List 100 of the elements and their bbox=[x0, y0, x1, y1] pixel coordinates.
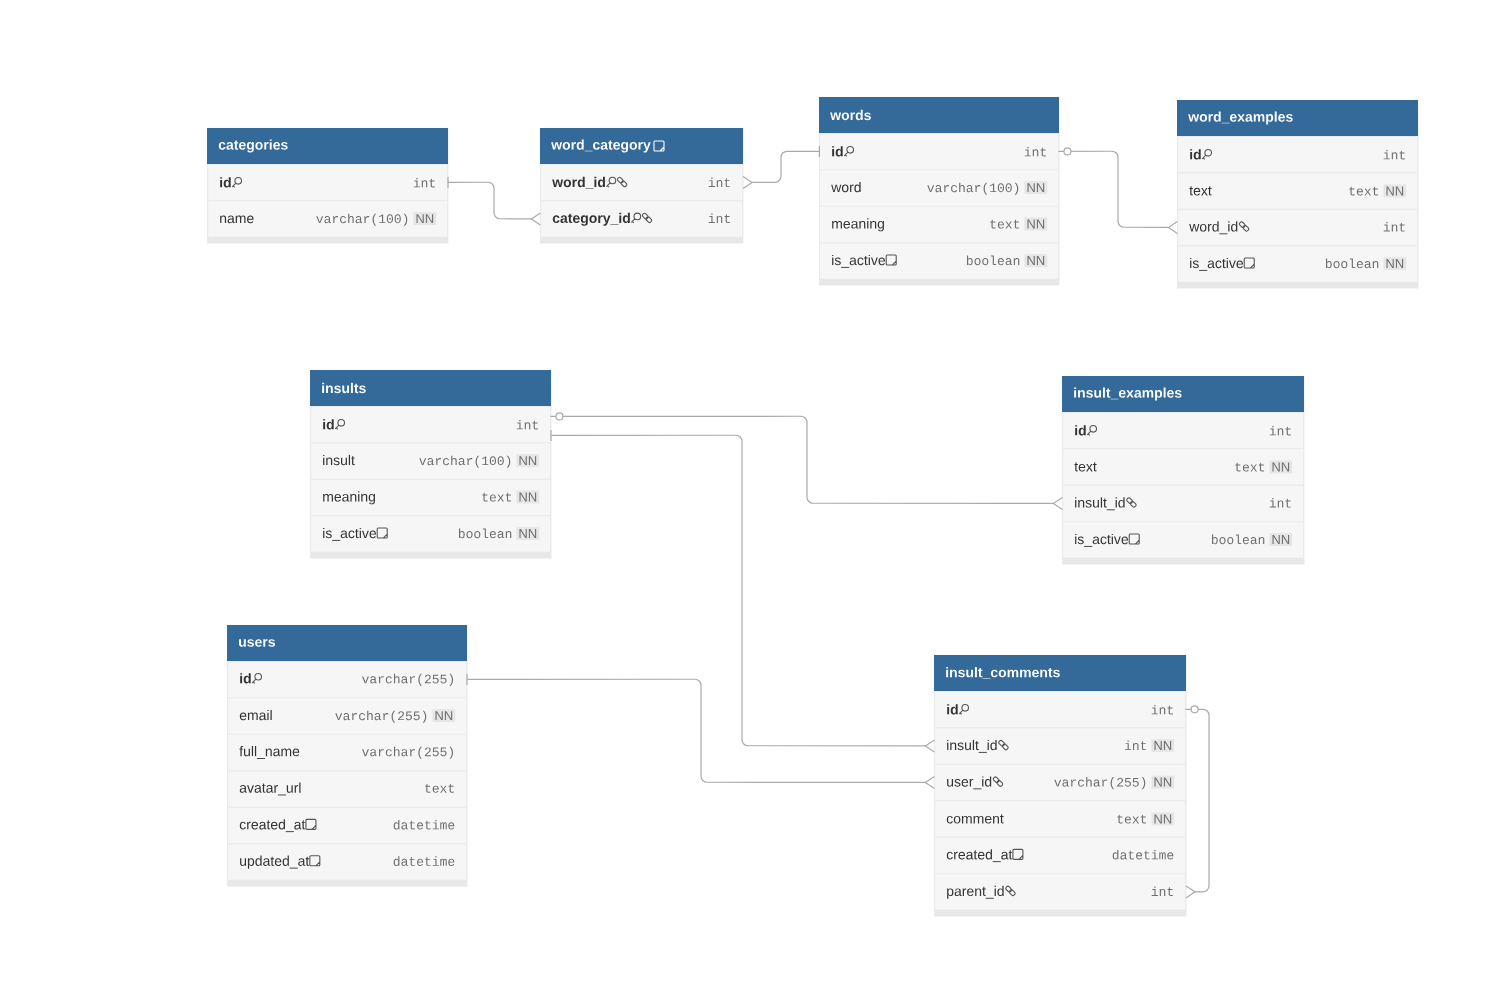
node-label: text bbox=[1189, 186, 1212, 196]
table-row: word_id int bbox=[541, 164, 743, 201]
node-label: meaning bbox=[832, 218, 884, 232]
data-type: int bbox=[708, 213, 730, 223]
data-type: varchar(100) bbox=[419, 455, 511, 468]
not-null-badge: NN bbox=[1383, 257, 1407, 271]
data-type: datetime bbox=[393, 819, 455, 830]
not-null-badge: NN bbox=[1151, 812, 1175, 826]
table-row: is_active boolean NN bbox=[311, 516, 551, 552]
data-type: int bbox=[1269, 425, 1291, 436]
table-row: insult_id int NN bbox=[935, 728, 1186, 764]
data-type: boolean bbox=[966, 255, 1020, 266]
data-type: boolean bbox=[1211, 534, 1265, 545]
not-null-badge: NN bbox=[1024, 254, 1048, 268]
data-type: int bbox=[516, 419, 538, 430]
data-type: text bbox=[990, 219, 1020, 229]
node-label: is_active bbox=[323, 527, 377, 541]
relationship-line bbox=[742, 145, 821, 190]
data-type: int bbox=[1024, 146, 1046, 157]
table-row: id varchar(255) bbox=[228, 661, 467, 698]
table-row: meaning text NN bbox=[820, 206, 1059, 243]
node-label: id bbox=[1190, 149, 1201, 160]
table-row: text text NN bbox=[1178, 173, 1418, 209]
node-label: created_at bbox=[239, 819, 306, 833]
not-null-badge: NN bbox=[432, 709, 456, 723]
node-label: is_active bbox=[1190, 257, 1244, 271]
data-type: boolean bbox=[458, 528, 512, 539]
table-row: insult varchar(100) NN bbox=[311, 443, 551, 479]
data-type: varchar(255) bbox=[362, 673, 453, 686]
table-row: word_id int bbox=[1178, 209, 1418, 246]
node-label: user_id bbox=[947, 776, 992, 790]
data-type: int bbox=[1383, 149, 1405, 160]
data-type: int bbox=[1151, 886, 1173, 896]
node-label: updated_at bbox=[240, 855, 310, 869]
node-label: is_active bbox=[1075, 533, 1129, 547]
data-type: int bbox=[1383, 222, 1405, 232]
node-label: word_id bbox=[552, 176, 605, 189]
data-type: int bbox=[1269, 498, 1291, 508]
node-label: id bbox=[1075, 425, 1086, 436]
data-type: boolean bbox=[1325, 258, 1379, 269]
not-null-badge: NN bbox=[413, 212, 437, 226]
node-label: insult_id bbox=[1075, 497, 1125, 511]
node-label: word_id bbox=[1189, 221, 1238, 235]
data-type: varchar(100) bbox=[927, 182, 1019, 195]
node-label: full_name bbox=[239, 745, 300, 759]
table-row: created_at datetime bbox=[935, 837, 1186, 874]
node-label: parent_id bbox=[947, 885, 1004, 899]
table-row: user_id varchar(255) NN bbox=[935, 764, 1186, 801]
data-type: text bbox=[1117, 814, 1147, 824]
table-row: id int bbox=[1178, 136, 1418, 173]
table-row: id int bbox=[1063, 412, 1304, 449]
relationship-line bbox=[1057, 147, 1179, 235]
relationship-line bbox=[447, 176, 542, 226]
data-type: text bbox=[482, 492, 512, 502]
data-type: text bbox=[425, 783, 454, 793]
table-row: comment text NN bbox=[935, 801, 1186, 837]
node-label: id bbox=[832, 146, 843, 157]
not-null-badge: NN bbox=[1269, 533, 1293, 547]
relationship-line bbox=[1184, 705, 1210, 899]
table-row: text text NN bbox=[1063, 449, 1304, 485]
table-row: is_active boolean NN bbox=[1178, 246, 1418, 282]
relationship-line bbox=[466, 673, 935, 790]
table-row: category_id int bbox=[541, 201, 743, 237]
data-type: varchar(255) bbox=[1054, 777, 1146, 790]
table-row: id int bbox=[820, 133, 1059, 170]
node-label: created_at bbox=[946, 849, 1013, 863]
not-null-badge: NN bbox=[1383, 184, 1407, 198]
node-label: insult bbox=[323, 454, 355, 466]
data-type: int bbox=[1151, 704, 1173, 715]
data-type: int bbox=[1124, 740, 1147, 751]
table-row: word varchar(100) NN bbox=[820, 170, 1059, 206]
not-null-badge: NN bbox=[1151, 739, 1175, 753]
data-type: varchar(255) bbox=[335, 710, 427, 723]
table-row: full_name varchar(255) bbox=[228, 734, 467, 771]
table-row: id int bbox=[208, 164, 448, 201]
table-row: avatar_url text bbox=[228, 771, 467, 807]
node-label: id bbox=[947, 704, 958, 715]
data-type: int bbox=[708, 177, 730, 188]
node-label: email bbox=[239, 709, 272, 721]
not-null-badge: NN bbox=[516, 527, 540, 541]
data-type: varchar(100) bbox=[316, 213, 408, 226]
table-row: parent_id int bbox=[935, 874, 1186, 910]
table-row: meaning text NN bbox=[311, 479, 551, 516]
node-label: meaning bbox=[323, 491, 375, 505]
table-row: id int bbox=[311, 406, 551, 443]
table-row: insult_id int bbox=[1063, 485, 1304, 522]
data-type: int bbox=[413, 177, 435, 188]
table-row: is_active boolean NN bbox=[820, 243, 1059, 279]
node-label: avatar_url bbox=[239, 782, 301, 796]
data-type: datetime bbox=[393, 856, 455, 866]
data-type: datetime bbox=[1112, 849, 1174, 860]
data-type: varchar(255) bbox=[362, 746, 453, 759]
table-row: is_active boolean NN bbox=[1063, 522, 1304, 558]
node-label: id bbox=[220, 177, 231, 188]
node-label: id bbox=[323, 419, 334, 430]
node-label: name bbox=[220, 215, 254, 224]
table-row: name varchar(100) NN bbox=[208, 201, 448, 237]
not-null-badge: NN bbox=[1024, 181, 1048, 195]
node-label: comment bbox=[946, 814, 1004, 824]
node-label: is_active bbox=[832, 254, 886, 268]
